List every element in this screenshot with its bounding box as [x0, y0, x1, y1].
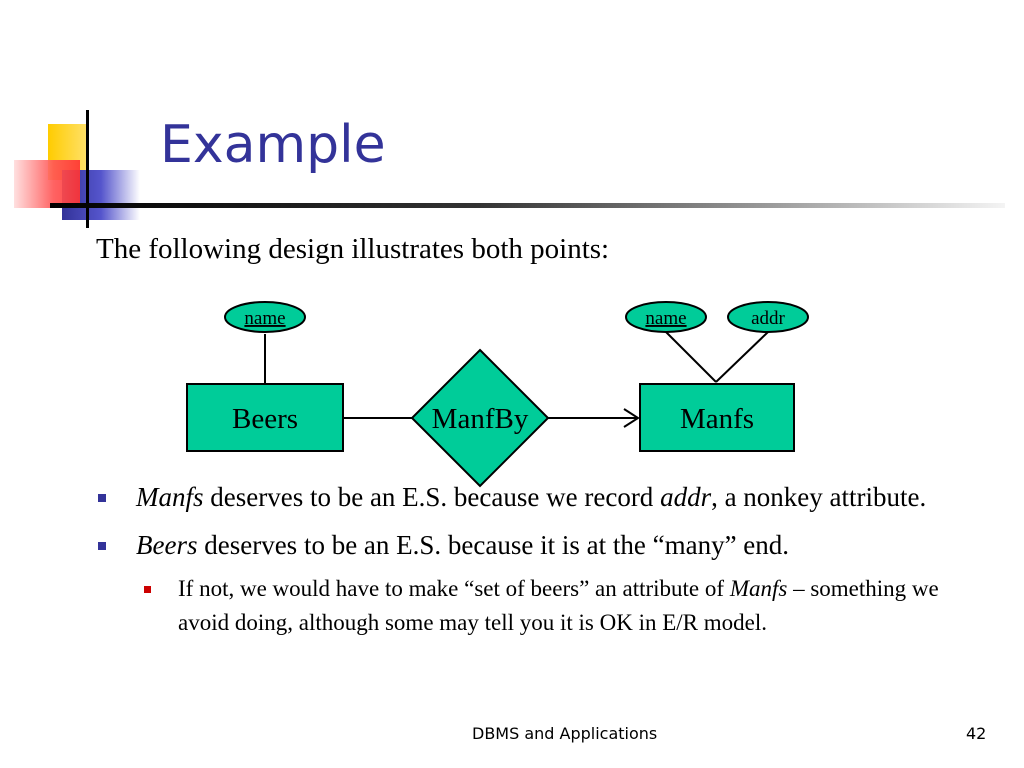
- entity-manfs: Manfs: [639, 383, 795, 452]
- attribute-label: addr: [751, 308, 785, 329]
- title-divider: [50, 203, 1005, 208]
- relationship-manfby: ManfBy: [410, 348, 550, 488]
- bullet-text: Manfs deserves to be an E.S. because we …: [136, 482, 927, 512]
- slide-logo-decoration: [14, 110, 140, 228]
- attribute-beers-name: name: [224, 301, 306, 333]
- edge-manfs-name: [665, 331, 717, 383]
- arrowhead-to-manfs: [623, 408, 640, 428]
- bullet-text: Beers deserves to be an E.S. because it …: [136, 530, 790, 560]
- attribute-label: name: [645, 308, 686, 329]
- entity-beers: Beers: [186, 383, 344, 452]
- attribute-manfs-name: name: [625, 301, 707, 333]
- edge-manfs-addr: [715, 331, 769, 383]
- bullet-item: Beers deserves to be an E.S. because it …: [98, 524, 978, 566]
- footer-text: DBMS and Applications: [472, 724, 658, 743]
- relationship-label: ManfBy: [432, 403, 529, 435]
- sub-bullet-item: If not, we would have to make “set of be…: [144, 572, 978, 640]
- page-number: 42: [966, 724, 987, 743]
- intro-text: The following design illustrates both po…: [96, 233, 610, 265]
- sub-bullet-square-icon: [144, 586, 151, 593]
- er-diagram: name name addr Beers Manfs ManfBy: [186, 301, 809, 488]
- entity-label: Manfs: [680, 403, 754, 435]
- attribute-label: name: [244, 308, 285, 329]
- bullet-list: Manfs deserves to be an E.S. because we …: [98, 476, 978, 640]
- slide-title: Example: [160, 115, 386, 175]
- bullet-square-icon: [98, 542, 106, 550]
- bullet-item: Manfs deserves to be an E.S. because we …: [98, 476, 978, 518]
- bullet-square-icon: [98, 494, 106, 502]
- sub-bullet-text: If not, we would have to make “set of be…: [178, 576, 939, 635]
- entity-label: Beers: [232, 403, 298, 435]
- attribute-manfs-addr: addr: [727, 301, 809, 333]
